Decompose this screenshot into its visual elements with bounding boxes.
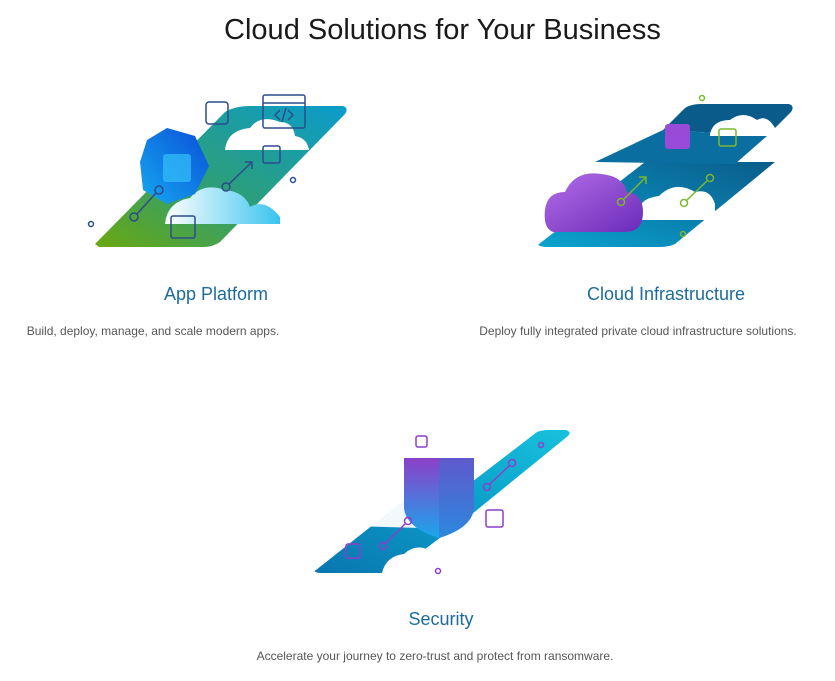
card-heading-cloud-infrastructure[interactable]: Cloud Infrastructure (586, 284, 746, 304)
cloud-infrastructure-illustration (538, 94, 793, 247)
page-title: Cloud Solutions for Your Business (224, 14, 661, 46)
app-platform-illustration (87, 94, 347, 247)
card-description-cloud-infrastructure: Deploy fully integrated private cloud in… (479, 324, 797, 338)
card-heading-security[interactable]: Security (408, 609, 474, 629)
card-heading-app-platform[interactable]: App Platform (163, 284, 269, 304)
security-illustration (314, 430, 570, 575)
card-description-security: Accelerate your journey to zero-trust an… (256, 649, 614, 663)
card-description-app-platform: Build, deploy, manage, and scale modern … (26, 324, 280, 338)
